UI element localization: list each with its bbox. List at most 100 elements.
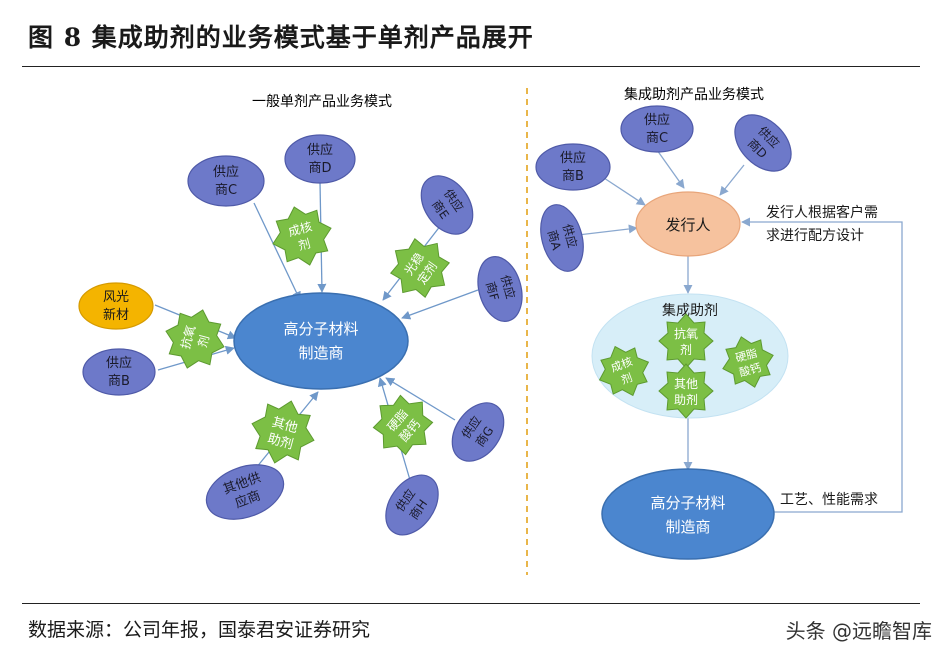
supplier-b-line2: 商B — [108, 374, 130, 389]
arrow-feedback-loop — [741, 217, 903, 513]
left-fengguang: 风光 新材 — [78, 282, 154, 330]
star-nucleating-line1: 成核 — [287, 219, 314, 239]
right-star-other-line1: 其他 — [674, 377, 698, 391]
left-panel-heading: 一般单剂产品业务模式 — [252, 94, 392, 110]
supplier-g-ellipse — [451, 402, 505, 462]
right-supplier-b-line2: 商B — [562, 169, 584, 184]
right-supplier-c: 供应 商C — [620, 105, 694, 153]
star-antioxidant-shape — [165, 309, 225, 369]
fengguang-line1: 风光 — [103, 290, 129, 305]
left-supplier-f: 供应 商F — [477, 256, 523, 322]
cluster-label: 集成助剂 — [662, 302, 718, 319]
arrow-rc-to-issuer — [656, 149, 685, 189]
arrow-f-to-center — [401, 289, 479, 320]
right-star-other: 其他 助剂 — [658, 363, 714, 419]
star-other-line1: 其他 — [270, 415, 299, 436]
right-star-antioxidant-shape — [658, 313, 714, 369]
left-supplier-b: 供应 商B — [82, 348, 156, 396]
fengguang-line2: 新材 — [103, 307, 129, 323]
right-supplier-c-line1: 供应 — [644, 112, 670, 128]
right-manufacturer-line2: 制造商 — [665, 518, 710, 536]
right-star-stearate-shape — [722, 336, 774, 388]
right-star-stearate-line1: 硬脂 — [734, 346, 759, 365]
supplier-f-line1: 供应 — [498, 273, 519, 300]
right-supplier-d-ellipse — [734, 114, 792, 172]
right-panel-heading: 集成助剂产品业务模式 — [624, 86, 764, 103]
left-star-light: 光稳 定剂 — [389, 237, 451, 299]
star-other-line2: 助剂 — [266, 432, 295, 453]
formula-note-line2: 求进行配方设计 — [766, 228, 864, 244]
right-star-antioxidant-line1: 抗氧 — [674, 326, 698, 341]
left-supplier-d: 供应 商D — [284, 134, 356, 184]
arrow-rd-to-issuer — [719, 164, 745, 196]
supplier-d-ellipse — [284, 134, 356, 184]
right-manufacturer-line1: 高分子材料 — [650, 494, 725, 512]
supplier-c-ellipse — [187, 155, 265, 207]
left-center-line2: 制造商 — [298, 344, 343, 362]
supplier-c-line1: 供应 — [213, 164, 239, 180]
formula-note-line1: 发行人根据客户需 — [766, 204, 878, 221]
right-star-nucleating-shape — [598, 345, 650, 397]
right-star-other-shape — [658, 363, 714, 419]
arrow-g-to-center — [385, 377, 456, 421]
left-star-other: 其他 助剂 — [251, 400, 315, 464]
right-arrows — [577, 149, 903, 513]
star-light-shape — [389, 237, 451, 299]
watermark: 头条 @远瞻智库 — [785, 619, 932, 643]
right-supplier-d: 供应 商D — [734, 114, 792, 172]
right-manufacturer-ellipse — [601, 468, 775, 560]
star-nucleating-shape — [272, 206, 332, 266]
left-supplier-other: 其他供 应商 — [205, 464, 285, 520]
process-note: 工艺、性能需求 — [780, 492, 878, 508]
supplier-b-line1: 供应 — [106, 355, 132, 371]
star-antioxidant-line1: 抗氧 — [177, 324, 198, 351]
supplier-other-ellipse — [205, 464, 285, 520]
supplier-d-line2: 商D — [308, 161, 331, 176]
left-star-stearate: 硬脂 酸钙 — [372, 394, 434, 456]
supplier-h-ellipse — [385, 474, 439, 536]
supplier-c-line2: 商C — [215, 183, 237, 198]
source-rule — [22, 603, 920, 604]
right-manufacturer-node: 高分子材料 制造商 — [601, 468, 775, 560]
right-supplier-b-ellipse — [535, 143, 611, 191]
left-center-line1: 高分子材料 — [283, 320, 358, 338]
right-star-stearate-line2: 酸钙 — [738, 360, 763, 379]
right-supplier-b-line1: 供应 — [560, 150, 586, 166]
fengguang-ellipse — [78, 282, 154, 330]
right-supplier-c-line2: 商C — [646, 131, 668, 146]
supplier-d-line1: 供应 — [307, 142, 333, 158]
right-star-nucleating-line2: 剂 — [619, 370, 634, 387]
supplier-f-ellipse — [477, 256, 523, 322]
title-rule — [22, 66, 920, 67]
star-nucleating-line2: 剂 — [296, 235, 311, 253]
star-antioxidant-line2: 剂 — [194, 333, 212, 348]
supplier-f-line2: 商F — [483, 280, 502, 302]
issuer-ellipse — [635, 191, 741, 257]
right-star-antioxidant-line2: 剂 — [680, 342, 692, 357]
right-star-stearate: 硬脂 酸钙 — [722, 336, 774, 388]
arrow-c-to-center — [253, 202, 301, 301]
issuer-node: 发行人 — [635, 191, 741, 257]
left-center-ellipse — [233, 292, 409, 390]
star-other-shape — [251, 400, 315, 464]
supplier-e-ellipse — [420, 175, 474, 235]
right-supplier-b: 供应 商B — [535, 143, 611, 191]
issuer-label: 发行人 — [665, 216, 710, 234]
left-supplier-g: 供应 商G — [451, 402, 505, 462]
right-supplier-a: 供应 商A — [540, 204, 584, 272]
right-supplier-a-line2: 商A — [545, 228, 565, 252]
arrow-rb-to-issuer — [603, 177, 646, 206]
right-star-nucleating: 成核 剂 — [598, 345, 650, 397]
arrow-ra-to-issuer — [577, 224, 638, 236]
left-star-nucleating: 成核 剂 — [272, 206, 332, 266]
figure-source: 数据来源：公司年报，国泰君安证券研究 — [28, 619, 371, 641]
figure-title: 图 8 集成助剂的业务模式基于单剂产品展开 — [28, 23, 534, 52]
star-stearate-shape — [372, 394, 434, 456]
left-supplier-c: 供应 商C — [187, 155, 265, 207]
right-supplier-c-ellipse — [620, 105, 694, 153]
right-star-antioxidant: 抗氧 剂 — [658, 313, 714, 369]
supplier-b-ellipse — [82, 348, 156, 396]
left-supplier-h: 供应 商H — [385, 474, 439, 536]
left-center-node: 高分子材料 制造商 — [233, 292, 409, 390]
